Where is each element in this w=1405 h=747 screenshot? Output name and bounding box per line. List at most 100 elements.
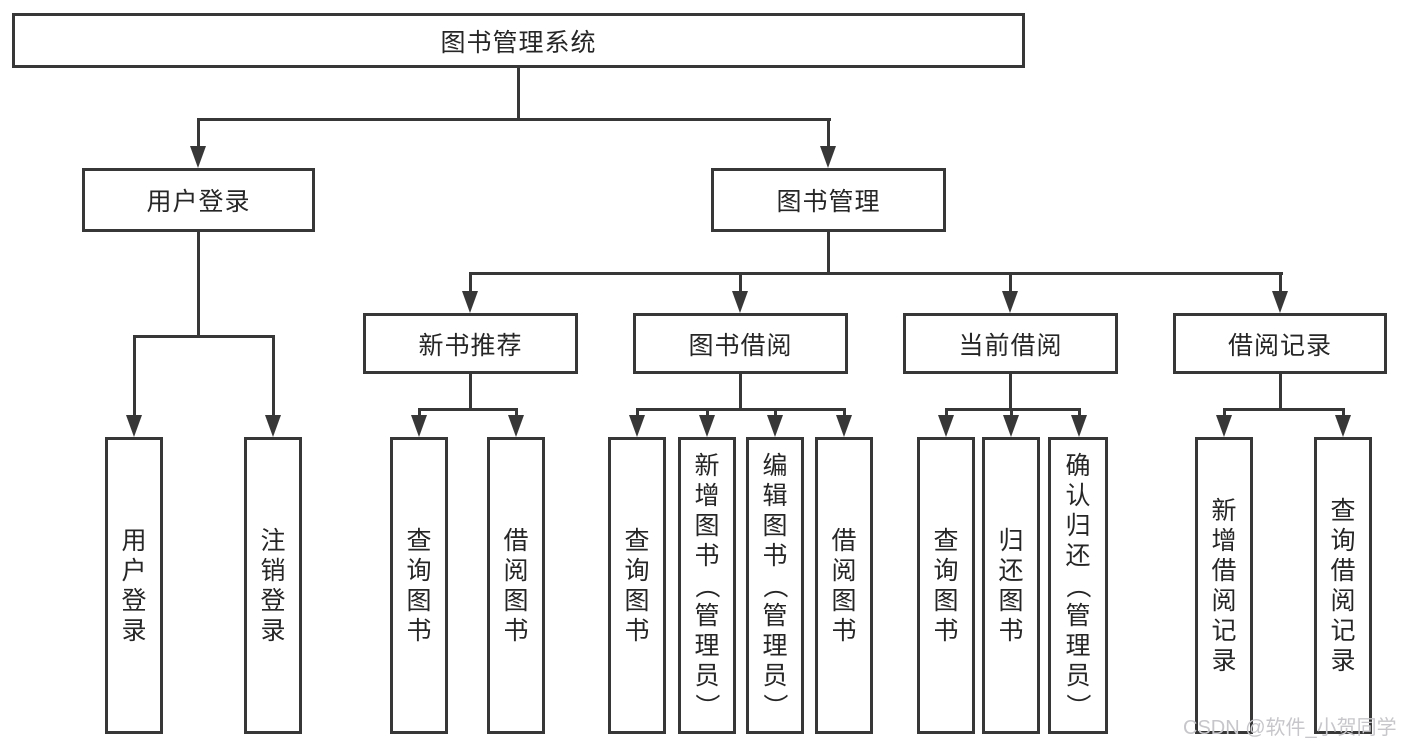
connector-bar-user-login [133, 335, 275, 338]
vertical-char: 理 [694, 631, 720, 660]
vertical-char: 注 [260, 526, 286, 555]
vertical-char: 归 [998, 526, 1024, 555]
arrowhead-icon [462, 291, 478, 313]
vertical-char: 还 [1065, 541, 1091, 570]
csdn-watermark: CSDN @软件_小贺同学 [1183, 717, 1397, 739]
arrowhead-icon [1272, 291, 1288, 313]
vertical-char: 查 [933, 526, 959, 555]
arrowhead-icon [767, 415, 783, 437]
vertical-char: 员 [694, 661, 720, 690]
vertical-char: 管 [694, 601, 720, 630]
vertical-char: 书 [831, 616, 857, 645]
vertical-char: 查 [624, 526, 650, 555]
vertical-char: 询 [624, 556, 650, 585]
arrowhead-icon [190, 146, 206, 168]
leaf-add-borrow-record: 新增借阅记录 [1195, 437, 1253, 734]
vertical-char: 记 [1330, 616, 1356, 645]
connector-stem [1078, 410, 1081, 418]
node-new-book: 新书推荐 [363, 313, 578, 374]
vertical-char: 辑 [762, 481, 788, 510]
node-book-mgmt: 图书管理 [711, 168, 946, 232]
vertical-char: 阅 [1211, 586, 1237, 615]
arrowhead-icon [1071, 415, 1087, 437]
connector-stem [515, 410, 518, 418]
vertical-char: 书 [406, 616, 432, 645]
leaf-query-books-3: 查询图书 [917, 437, 975, 734]
arrowhead-icon [732, 291, 748, 313]
connector-stem [827, 120, 830, 148]
leaf-borrow-books-1: 借阅图书 [487, 437, 545, 734]
vertical-char: 书 [694, 541, 720, 570]
vertical-char: 用 [121, 526, 147, 555]
arrowhead-icon [699, 415, 715, 437]
vertical-char: 录 [1330, 646, 1356, 675]
leaf-query-books-1: 查询图书 [390, 437, 448, 734]
vertical-char: 编 [762, 451, 788, 480]
vertical-char: 询 [933, 556, 959, 585]
arrowhead-icon [265, 415, 281, 437]
leaf-logout: 注销登录 [244, 437, 302, 734]
leaf-query-borrow-record: 查询借阅记录 [1314, 437, 1372, 734]
connector-stem [418, 410, 421, 418]
arrowhead-icon [629, 415, 645, 437]
connector-stub-book-borrow [739, 374, 742, 411]
vertical-char: 图 [998, 586, 1024, 615]
vertical-char: 销 [260, 556, 286, 585]
vertical-char: 理 [1065, 631, 1091, 660]
connector-stem [133, 337, 136, 418]
connector-stem [636, 410, 639, 418]
vertical-char: 询 [1330, 526, 1356, 555]
connector-stem [774, 410, 777, 418]
connector-stem [1223, 410, 1226, 418]
vertical-char: 录 [260, 616, 286, 645]
vertical-char: 借 [503, 526, 529, 555]
vertical-char: 户 [121, 556, 147, 585]
connector-stem [739, 274, 742, 293]
connector-stem [272, 337, 275, 418]
vertical-char: （ [692, 572, 721, 599]
arrowhead-icon [1003, 415, 1019, 437]
leaf-user-login: 用户登录 [105, 437, 163, 734]
connector-stub-new-book [469, 374, 472, 411]
vertical-char: 书 [998, 616, 1024, 645]
vertical-char: 询 [406, 556, 432, 585]
leaf-borrow-books-2: 借阅图书 [815, 437, 873, 734]
leaf-edit-books-admin: 编辑图书（管理员） [746, 437, 804, 734]
connector-bar-new-book [418, 408, 518, 411]
connector-stem [843, 410, 846, 418]
vertical-char: 登 [121, 586, 147, 615]
connector-bar-book-mgmt [469, 272, 1283, 275]
vertical-char: 书 [933, 616, 959, 645]
vertical-char: 归 [1065, 511, 1091, 540]
vertical-char: 图 [831, 586, 857, 615]
vertical-char: ） [692, 692, 721, 719]
connector-stem [1009, 274, 1012, 293]
arrowhead-icon [411, 415, 427, 437]
vertical-char: 录 [1211, 646, 1237, 675]
arrowhead-icon [820, 146, 836, 168]
vertical-char: 借 [1330, 556, 1356, 585]
connector-stem [945, 410, 948, 418]
vertical-char: 理 [762, 631, 788, 660]
vertical-char: 图 [503, 586, 529, 615]
arrowhead-icon [836, 415, 852, 437]
vertical-char: 员 [1065, 661, 1091, 690]
vertical-char: 图 [762, 511, 788, 540]
vertical-char: （ [1063, 572, 1092, 599]
arrowhead-icon [1335, 415, 1351, 437]
node-borrow-record: 借阅记录 [1173, 313, 1387, 374]
connector-stem [1279, 274, 1282, 293]
vertical-char: 阅 [1330, 586, 1356, 615]
vertical-char: 书 [503, 616, 529, 645]
vertical-char: 登 [260, 586, 286, 615]
leaf-add-books-admin: 新增图书（管理员） [678, 437, 736, 734]
node-current-borrow: 当前借阅 [903, 313, 1118, 374]
vertical-char: 增 [1211, 526, 1237, 555]
vertical-char: 员 [762, 661, 788, 690]
vertical-char: 阅 [831, 556, 857, 585]
connector-stem [706, 410, 709, 418]
vertical-char: 新 [694, 451, 720, 480]
leaf-query-books-2: 查询图书 [608, 437, 666, 734]
vertical-char: 还 [998, 556, 1024, 585]
